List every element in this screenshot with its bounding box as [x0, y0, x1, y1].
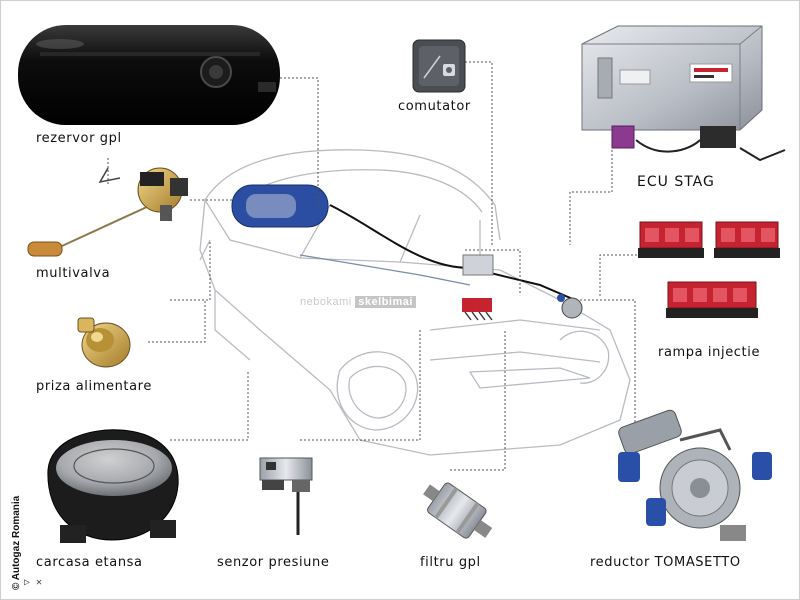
- label-filler-valve: priza alimentare: [36, 379, 152, 394]
- label-lpg-filter: filtru gpl: [420, 555, 481, 570]
- label-ecu: ECU STAG: [637, 174, 715, 190]
- corner-mark-icon: ▷ ✕: [24, 577, 43, 588]
- label-injector-rails: rampa injectie: [658, 345, 761, 360]
- multivalve: [27, 167, 188, 257]
- sealed-housing: [47, 429, 179, 543]
- gas-line: [329, 204, 576, 301]
- car-injector-icon: [462, 298, 493, 321]
- label-pressure-reducer: reductor TOMASETTO: [590, 555, 741, 570]
- car-reductor-icon: [557, 294, 583, 319]
- copyright-credit: © Autogaz Romania: [11, 495, 22, 590]
- label-lpg-tank: rezervor gpl: [36, 131, 122, 146]
- pressure-sensor: [259, 457, 313, 535]
- label-sealed-housing: carcasa etansa: [36, 555, 143, 570]
- filler-valve: [77, 317, 131, 368]
- watermark: nebokami skelbimai: [300, 296, 416, 308]
- pressure-reducer: [618, 409, 772, 541]
- label-multivalve: multivalva: [36, 266, 111, 281]
- lpg-filter: [423, 482, 493, 539]
- car-ecu-icon: [462, 254, 494, 276]
- label-switch: comutator: [398, 99, 471, 114]
- switch-device: [412, 39, 466, 93]
- lpg-tank: [18, 25, 280, 125]
- label-pressure-sensor: senzor presiune: [217, 555, 330, 570]
- injector-rails: [638, 221, 780, 318]
- car-tank-icon: [231, 184, 329, 228]
- ecu-unit: [581, 25, 786, 162]
